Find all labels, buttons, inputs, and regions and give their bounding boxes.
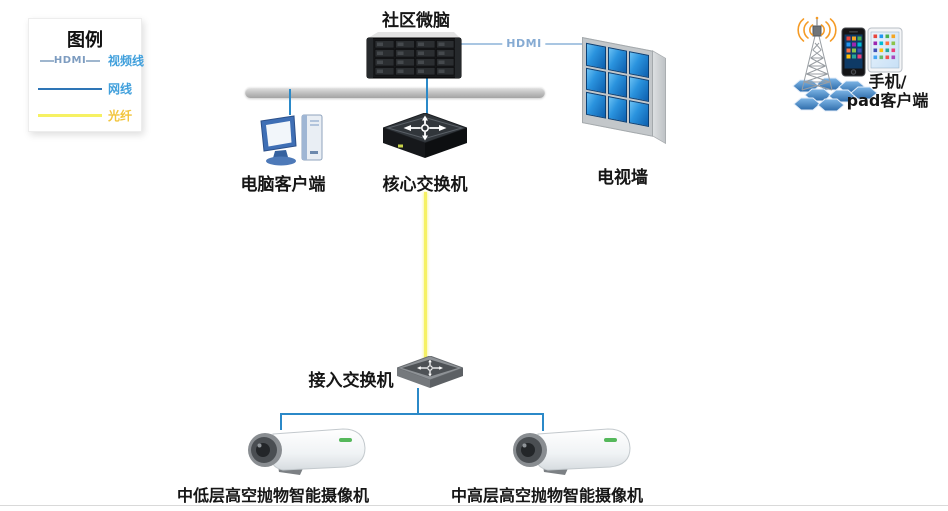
link-camera-branch [280,413,544,415]
tv-screen [586,67,606,94]
legend-row-fiber: 光纤 [38,107,150,124]
core-switch-label: 核心交换机 [382,175,468,195]
tv-screen [629,51,649,78]
backbone-bus-bar [245,87,545,98]
tablet-icon [867,27,903,73]
link-server-core-switch [426,75,428,120]
tv-screen [586,42,606,70]
camera-low-label: 中低层高空抛物智能摄像机 [176,486,369,505]
server-nvr-icon [366,32,462,79]
tv-screen [629,100,649,128]
link-camera-high-drop [542,413,544,431]
core-switch-icon [383,113,467,158]
mobile-client-label-line2: pad客户端 [846,91,929,111]
tv-wall-label: 电视墙 [597,168,648,188]
brand-logo [339,438,352,442]
link-bus-pc-client [289,89,291,115]
brand-logo [604,438,617,442]
pc-client-icon [260,114,323,166]
access-switch-icon [397,356,463,388]
tv-wall-side-face [652,50,666,145]
tv-screen [607,46,628,74]
link-core-access-fiber [424,192,427,364]
fiber-line-sample [38,114,102,117]
mobile-client-icon [792,16,903,112]
tv-screen [586,92,606,119]
link-camera-low-drop [280,413,282,430]
tower-cabin [812,25,822,37]
fiber-line-label: 光纤 [108,109,133,123]
hdmi-link-label: HDMI [502,37,546,51]
legend-title: 图例 [67,30,103,51]
cell-tower-icon [801,35,833,91]
camera-high-icon [513,428,631,475]
legend-hdmi-text: HDMI [53,55,87,66]
legend-row-network: 网线 [38,80,150,97]
bottom-divider [0,505,948,506]
legend-row-video: HDMI 视频线 [38,52,150,69]
tv-screen [629,75,649,103]
video-line-sample: HDMI [38,55,102,66]
mobile-client-label-line1: 手机/ [868,72,907,91]
network-line-sample [38,87,102,90]
cell-network-hexagons [792,77,878,112]
camera-low-icon [248,428,366,475]
network-line-label: 网线 [108,82,133,96]
tv-wall-icon [582,37,653,137]
video-line-label: 视频线 [108,54,145,68]
mobile-client-label: 手机/ pad客户端 [840,72,935,110]
radio-waves-icon [797,18,837,42]
video-line-segment [86,59,101,62]
pc-client-label: 电脑客户端 [240,175,326,195]
link-server-tvwall-hdmi: HDMI [461,37,587,51]
link-access-switch-down [417,388,419,414]
smartphone-icon [841,27,866,77]
tv-screen [607,96,628,123]
server-label: 社区微脑 [382,11,450,31]
tv-screen [607,71,628,99]
camera-high-label: 中高层高空抛物智能摄像机 [450,486,643,505]
access-switch-label: 接入交换机 [308,371,394,391]
legend-box: 图例 HDMI 视频线 网线 光纤 [28,18,144,132]
video-line-segment [39,59,54,62]
